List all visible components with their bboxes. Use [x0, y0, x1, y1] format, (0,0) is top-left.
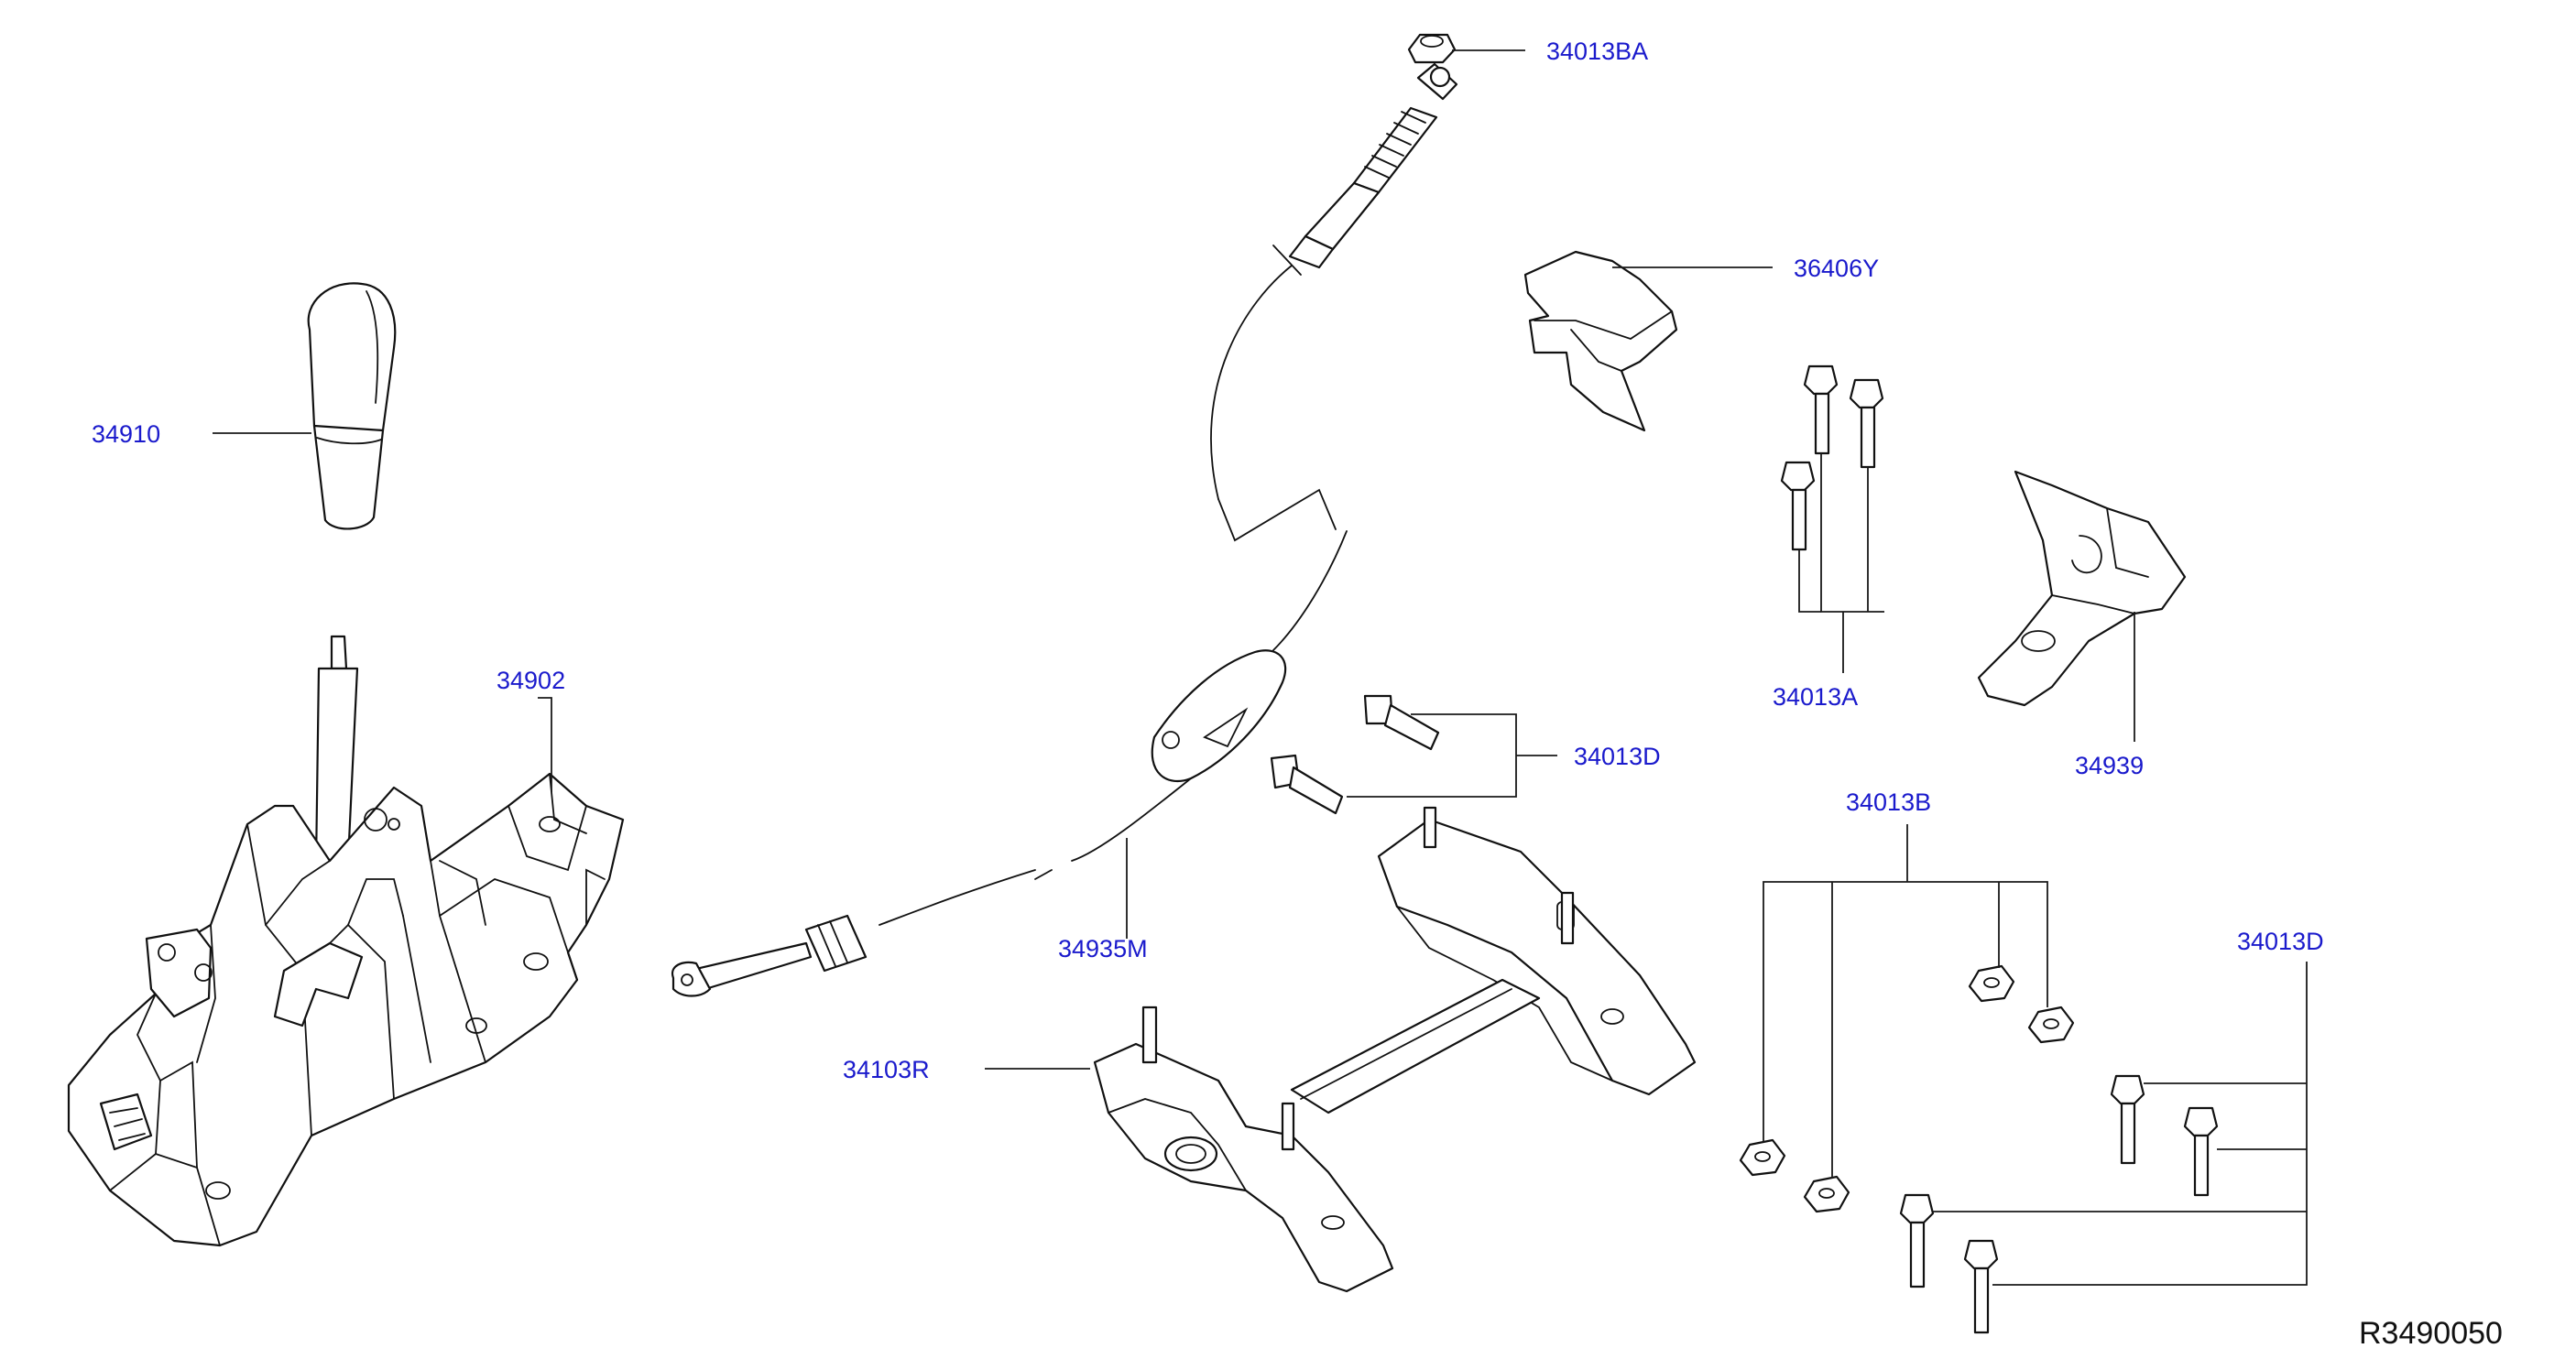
- shifter-assembly[interactable]: [67, 635, 625, 1247]
- callout-bolts-d-upper[interactable]: 34013D: [1574, 743, 1661, 770]
- small-bracket[interactable]: [1977, 470, 2187, 707]
- callout-nuts-b[interactable]: 34013B: [1846, 788, 1931, 816]
- callout-knob[interactable]: 34910: [92, 420, 160, 448]
- callout-shifter[interactable]: 34902: [497, 667, 565, 694]
- cover-plate[interactable]: [1523, 250, 1678, 432]
- mounting-bracket[interactable]: [1093, 806, 1697, 1293]
- callout-nut-top[interactable]: 34013BA: [1546, 38, 1648, 65]
- drawing-id: R3490050: [2359, 1316, 2503, 1351]
- callout-bolts-d-lower[interactable]: 34013D: [2237, 928, 2324, 955]
- nuts-b[interactable]: [1739, 964, 2075, 1213]
- callout-cover[interactable]: 36406Y: [1794, 255, 1879, 282]
- bolts-d-upper[interactable]: [1270, 694, 1440, 815]
- callout-small-bracket[interactable]: 34939: [2075, 752, 2144, 779]
- bolts-a[interactable]: [1780, 364, 1884, 551]
- nut-top[interactable]: [1407, 33, 1457, 64]
- control-cable[interactable]: [671, 62, 1458, 997]
- bolts-d-lower[interactable]: [1899, 1074, 2219, 1334]
- callout-bolts-a[interactable]: 34013A: [1773, 683, 1858, 711]
- shift-knob[interactable]: [307, 282, 397, 530]
- callout-bracket[interactable]: 34103R: [843, 1056, 930, 1083]
- callout-cable[interactable]: 34935M: [1058, 935, 1148, 962]
